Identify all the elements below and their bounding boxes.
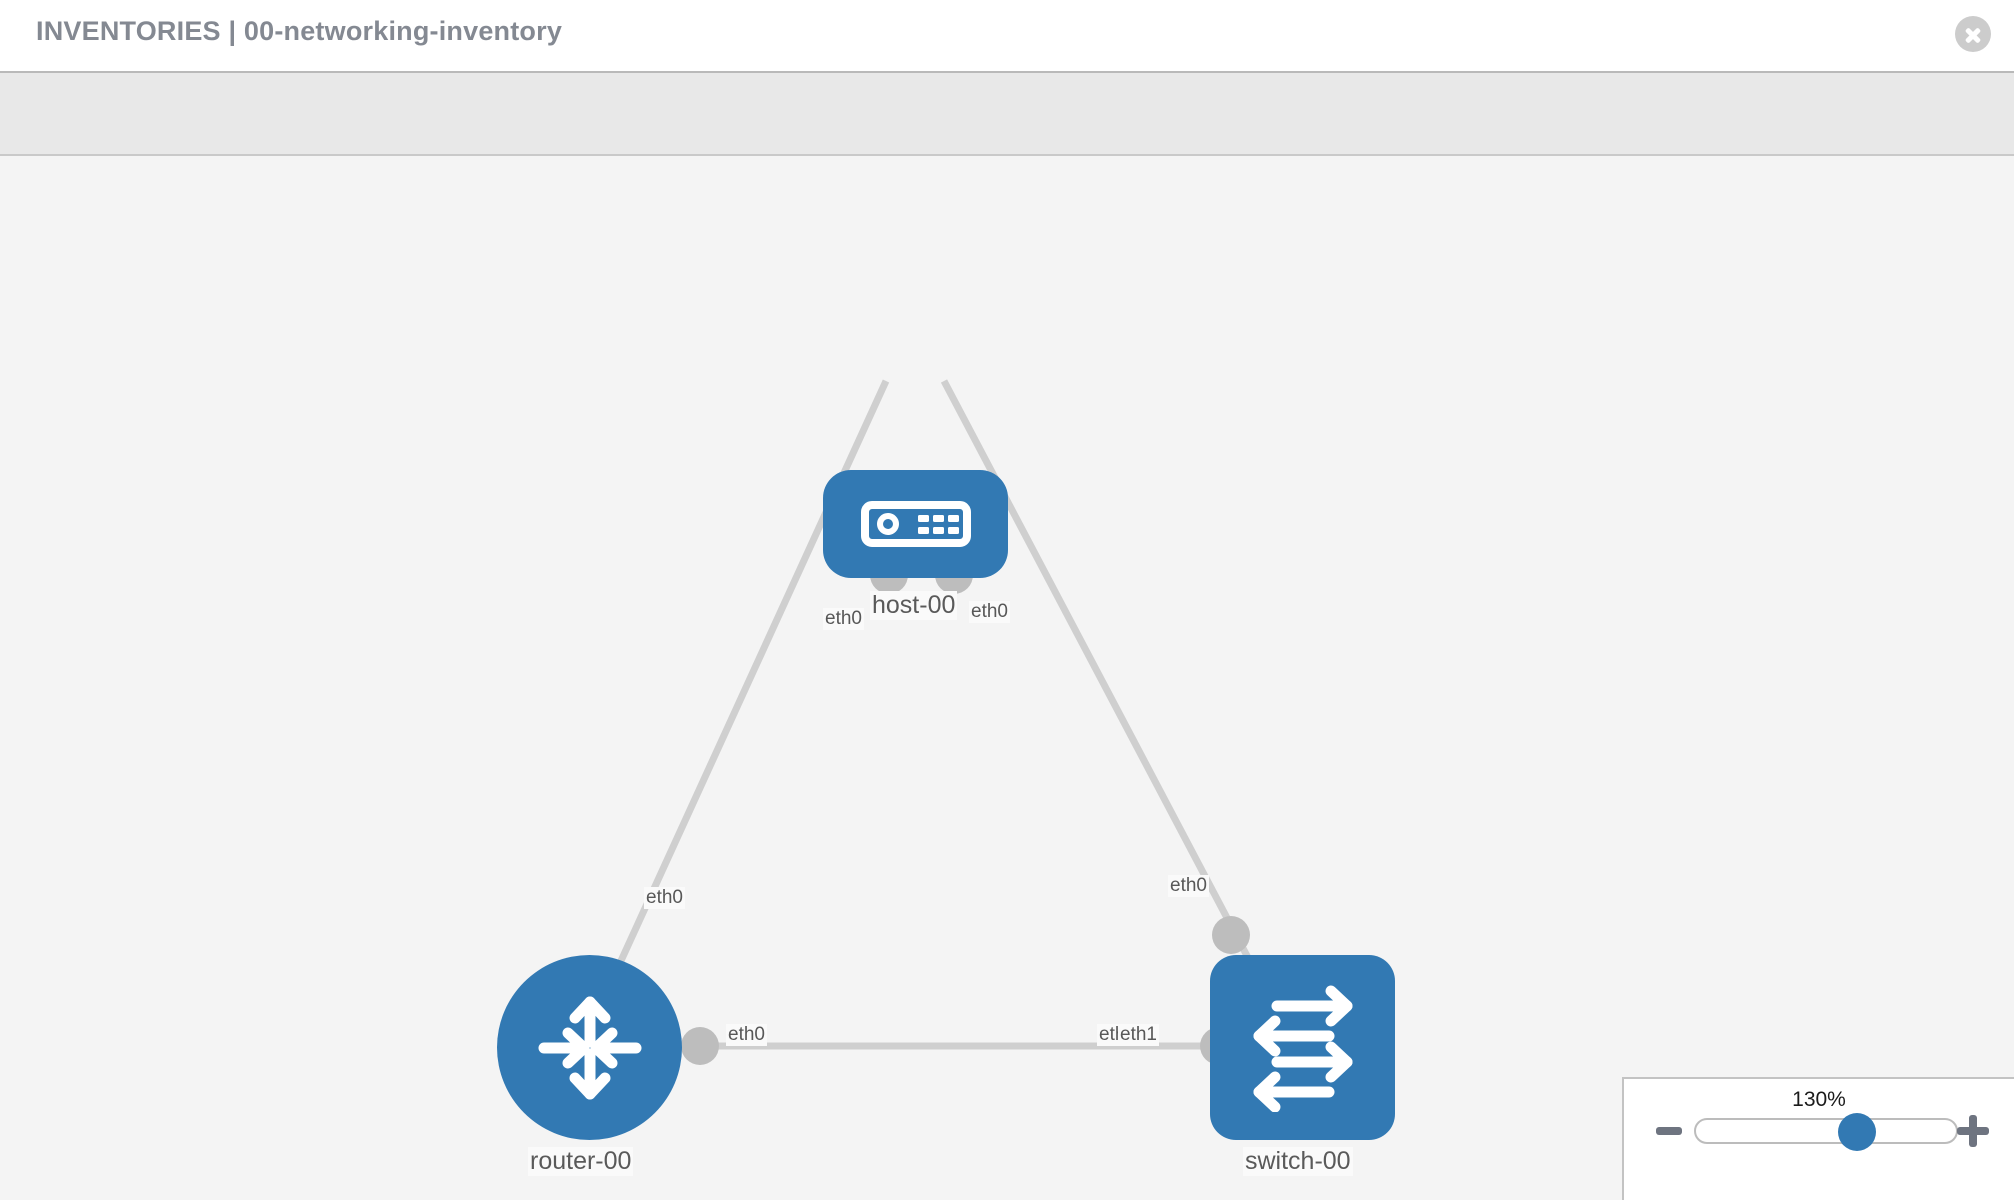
page-title: INVENTORIES | 00-networking-inventory — [36, 16, 563, 46]
edge-label-switch-up: eth0 — [1168, 875, 1209, 897]
zoom-percent-label: 130% — [1792, 1088, 1846, 1111]
zoom-slider-thumb[interactable] — [1838, 1113, 1877, 1151]
node-switch-00-label: switch-00 — [1243, 1147, 1353, 1176]
node-host-00-shape[interactable] — [823, 470, 1008, 578]
node-host-00-label: host-00 — [870, 591, 958, 620]
node-router-00-shape[interactable] — [497, 955, 682, 1140]
page-header: INVENTORIES | 00-networking-inventory — [0, 0, 2014, 71]
zoom-slider-track[interactable] — [1694, 1113, 1958, 1151]
port-router-right[interactable] — [681, 1027, 719, 1065]
edge-label-host-right: eth0 — [969, 601, 1010, 623]
zoom-control-panel: 130% — [1622, 1077, 2014, 1200]
router-arrows-icon — [538, 996, 641, 1099]
edge-label-switch-left-b: eth1 — [1118, 1024, 1159, 1046]
topology-canvas[interactable]: host-00 router-00 — [0, 156, 2014, 1200]
topology-links — [600, 379, 1259, 1050]
edge-label-router-right: eth0 — [726, 1024, 767, 1046]
port-switch-left-a[interactable] — [1212, 916, 1250, 954]
zoom-out-icon[interactable] — [1656, 1127, 1682, 1135]
zoom-in-icon[interactable] — [1957, 1115, 1989, 1147]
close-icon[interactable] — [1955, 16, 1991, 52]
switch-arrows-icon — [1253, 985, 1352, 1112]
server-icon — [860, 501, 971, 547]
edge-label-host-left: eth0 — [823, 608, 864, 630]
edge-label-router-up: eth0 — [644, 887, 685, 909]
toolbar: ACTIONS SEARCH — [0, 71, 2014, 206]
node-router-00-label: router-00 — [528, 1147, 634, 1176]
node-switch-00-shape[interactable] — [1210, 955, 1395, 1140]
